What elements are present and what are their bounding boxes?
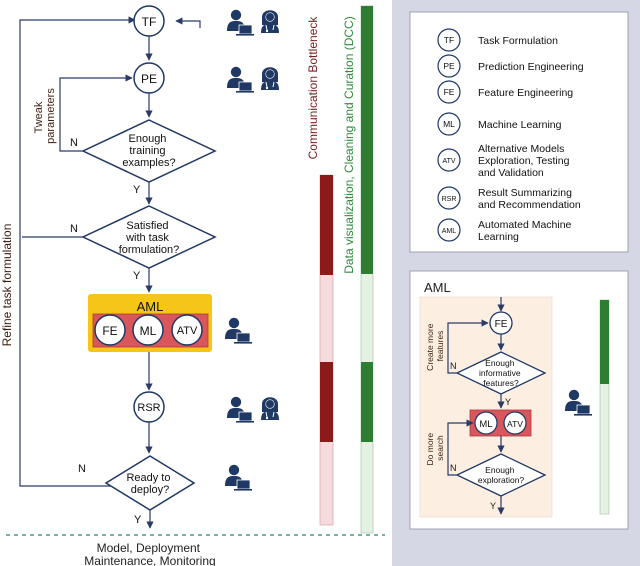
legend-label-atv: Alternative Models xyxy=(478,143,564,155)
legend-abbr-atv: ATV xyxy=(442,158,455,165)
legend-abbr-rsr: RSR xyxy=(442,196,457,203)
examples-yes-label: Y xyxy=(133,184,141,196)
fe-label: FE xyxy=(102,324,117,338)
training-examples-text: Enough training examples? xyxy=(122,133,175,169)
aml-dcc-bar-active xyxy=(600,300,609,384)
legend-circle-fe xyxy=(437,80,461,104)
dcc-bar-segment-2 xyxy=(361,362,373,442)
aml-atv-node xyxy=(503,411,527,435)
legend-abbr-pe: PE xyxy=(443,61,455,71)
communication-bar-segment-2 xyxy=(320,362,333,442)
legend-item-tf: TF Task Formulation xyxy=(437,28,558,52)
legend-label-aml: Automated Machine xyxy=(478,219,572,231)
deploy-no-label: N xyxy=(78,463,86,475)
legend-circle-rsr xyxy=(437,186,461,210)
person-icon-pe-2 xyxy=(260,66,280,91)
deploy-yes-label: Y xyxy=(134,514,142,526)
legend-label-atv: and Validation xyxy=(478,167,544,179)
person-icon-deploy xyxy=(224,464,253,492)
aml-ml-label: ML xyxy=(479,419,492,430)
aml-fe-label: FE xyxy=(495,319,508,330)
tweak-loop-line xyxy=(59,74,133,152)
legend-item-fe: FE Feature Engineering xyxy=(437,80,573,104)
person-icon-rsr-1 xyxy=(226,396,255,424)
ml-node xyxy=(132,314,164,346)
legend-item-ml: ML Machine Learning xyxy=(437,112,562,136)
examples-no-label: N xyxy=(70,137,78,149)
aml-ml-node xyxy=(474,411,498,435)
aml-features-decision-text: Enough informative features? xyxy=(479,358,523,388)
aml-features-no: N xyxy=(450,361,457,371)
legend-label-rsr: Result Summarizing xyxy=(478,187,572,199)
aml-panel-title: AML xyxy=(424,280,451,295)
communication-label: Communication Bottleneck xyxy=(306,16,320,160)
person-icon-pe-1 xyxy=(226,66,255,94)
legend-abbr-ml: ML xyxy=(443,119,455,129)
legend-abbr-fe: FE xyxy=(444,87,455,97)
person-icon-tf-2 xyxy=(260,9,280,34)
legend-circle-ml xyxy=(437,112,461,136)
legend-circle-tf xyxy=(437,28,461,52)
tf-label: TF xyxy=(142,15,157,29)
legend-label-pe: Prediction Engineering xyxy=(478,61,584,73)
aml-exploration-decision-text: Enough exploration? xyxy=(478,465,525,485)
person-icon-aml xyxy=(224,317,253,345)
legend-label-tf: Task Formulation xyxy=(478,35,558,47)
dcc-label: Data visualization, Cleaning and Curatio… xyxy=(342,16,356,273)
aml-features-yes: Y xyxy=(505,397,511,407)
legend-abbr-tf: TF xyxy=(444,35,454,45)
legend-circle-atv xyxy=(437,148,461,172)
legend-label-atv: Exploration, Testing xyxy=(478,155,570,167)
person-icon-tf-1 xyxy=(226,9,255,37)
refine-task-label: Refine task formulation xyxy=(0,224,14,347)
pe-label: PE xyxy=(141,72,157,86)
dcc-bar-segment-1 xyxy=(361,6,373,274)
legend-circle-pe xyxy=(437,54,461,78)
atv-node xyxy=(171,314,203,346)
satisfied-text: Satisfied with task formulation? xyxy=(119,220,180,256)
deployment-label: Model, Deployment Maintenance, Monitorin… xyxy=(84,541,215,566)
legend-abbr-aml: AML xyxy=(442,228,457,235)
aml-exploration-no: N xyxy=(450,463,457,473)
legend-circle-aml xyxy=(437,218,461,242)
aml-box-title: AML xyxy=(137,299,164,314)
legend-item-pe: PE Prediction Engineering xyxy=(437,54,584,78)
satisfied-yes-label: Y xyxy=(133,270,141,282)
aml-atv-label: ATV xyxy=(507,419,523,429)
rsr-label: RSR xyxy=(137,402,160,414)
satisfied-no-label: N xyxy=(70,223,78,235)
ml-label: ML xyxy=(140,324,157,338)
fe-node xyxy=(94,314,126,346)
legend-label-ml: Machine Learning xyxy=(478,119,562,131)
legend-label-rsr: and Recommendation xyxy=(478,199,581,211)
aml-do-more-search-label: Do more search xyxy=(425,431,445,466)
communication-bar-segment-1 xyxy=(320,175,333,275)
deploy-decision-text: Ready to deploy? xyxy=(126,472,173,496)
atv-label: ATV xyxy=(177,325,198,337)
aml-create-features-label: Create more features xyxy=(425,321,445,371)
person-icon-rsr-2 xyxy=(260,396,280,421)
aml-exploration-yes: Y xyxy=(490,501,496,511)
refine-loop-line xyxy=(19,16,150,487)
tweak-parameters-label: Tweak parameters xyxy=(33,88,57,144)
legend-label-aml: Learning xyxy=(478,231,519,243)
legend-label-fe: Feature Engineering xyxy=(478,87,573,99)
